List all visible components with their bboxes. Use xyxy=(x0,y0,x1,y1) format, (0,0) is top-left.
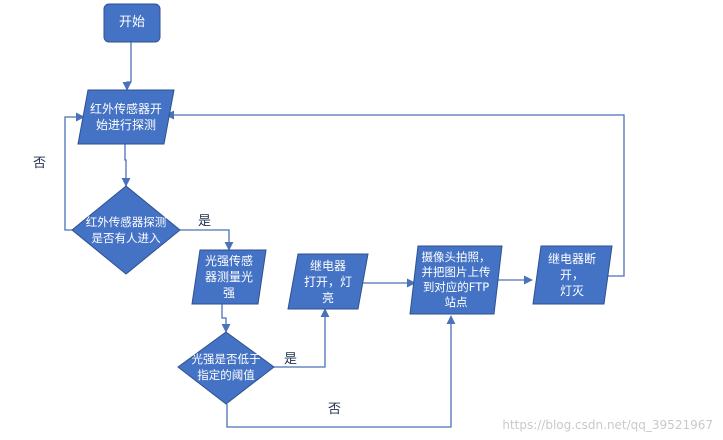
node-light-decision-label: 光强是否低于 指定的阈值 xyxy=(191,352,261,382)
edge-label-light-yes: 是 xyxy=(284,352,298,367)
edge-light-decision-yes-to-relay-on xyxy=(274,308,330,368)
node-light-decision-shape xyxy=(177,331,275,405)
node-relay-on-shape xyxy=(287,253,369,310)
edge-relay-off-loop-to-ir-detect xyxy=(165,110,625,277)
node-ir-decision-shape xyxy=(71,185,181,275)
watermark: https://blog.csdn.net/qq_39521967 xyxy=(502,418,713,432)
edge-ir-decision-yes-to-light-measure xyxy=(180,229,234,251)
edge-ir-decision-no-loop xyxy=(64,112,85,231)
node-relay-off-shape xyxy=(532,245,613,305)
node-start-shape xyxy=(103,3,161,43)
edge-ir-detect-to-ir-decision xyxy=(121,144,131,187)
node-light-measure-label: 光强传感 器测量光 强 xyxy=(204,254,253,300)
edge-label-light-no: 否 xyxy=(328,402,342,417)
node-camera-ftp-shape xyxy=(409,245,503,315)
edge-label-ir-no: 否 xyxy=(33,156,47,171)
edge-light-decision-no-to-camera xyxy=(226,315,456,428)
edge-start-to-ir-detect xyxy=(122,42,132,91)
node-light-measure-shape xyxy=(191,249,267,305)
node-relay-off-label: 继电器断 开， 灯灭 xyxy=(547,252,596,298)
node-relay-on-label: 继电器 打开，灯 亮 xyxy=(303,258,352,305)
node-camera-ftp-label: 摄像头拍照， 并把图片上传 到对应的FTP 站点 xyxy=(421,250,491,309)
node-start-label: 开始 xyxy=(118,15,145,30)
node-ir-detect-label: 红外传感器开 始进行探测 xyxy=(89,102,162,132)
edge-light-measure-to-light-decision xyxy=(221,304,231,333)
node-ir-detect-shape xyxy=(77,89,175,145)
edge-label-ir-yes: 是 xyxy=(198,214,212,229)
node-ir-decision-label: 红外传感器探测 是否有人进入 xyxy=(85,215,167,245)
